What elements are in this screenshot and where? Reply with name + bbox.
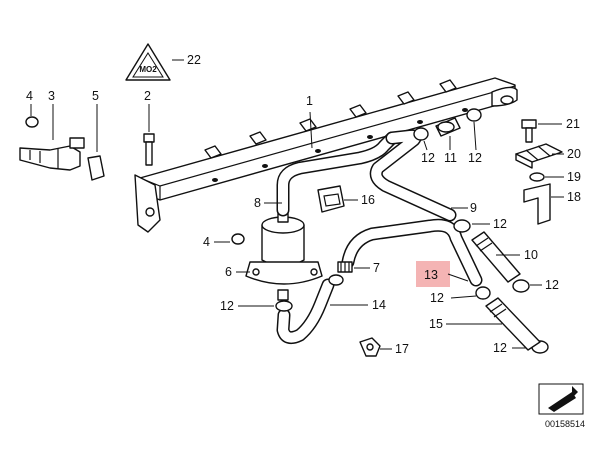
bracket-20 <box>515 143 563 169</box>
hose-9 <box>369 129 457 222</box>
callout-12-rail-left: 12 <box>421 151 435 165</box>
callout-17: 17 <box>395 342 409 356</box>
catalog-number: 00158514 <box>545 419 585 429</box>
clip-17 <box>359 337 381 357</box>
callout-22: 22 <box>187 53 201 67</box>
hose-8 <box>276 131 399 217</box>
highlight-callout-13 <box>416 261 450 287</box>
callout-12-rail-right: 12 <box>468 151 482 165</box>
callout-12-hose13: 12 <box>430 291 444 305</box>
callout-21: 21 <box>566 117 580 131</box>
fuel-injector <box>19 137 85 171</box>
callout-16: 16 <box>361 193 375 207</box>
callout-14: 14 <box>372 298 386 312</box>
nut-19 <box>529 172 545 182</box>
callout-10: 10 <box>524 248 538 262</box>
callout-20: 20 <box>567 147 581 161</box>
callout-9: 9 <box>470 201 477 215</box>
callout-19: 19 <box>567 170 581 184</box>
callout-5: 5 <box>92 89 99 103</box>
bolt-21 <box>521 119 537 143</box>
callout-8: 8 <box>254 196 261 210</box>
hose-clamp <box>275 108 549 354</box>
callout-12-hose9: 12 <box>493 217 507 231</box>
catalog-stamp <box>538 383 584 415</box>
regulator-washer <box>231 233 245 245</box>
callout-2: 2 <box>144 89 151 103</box>
hose-7 <box>337 261 353 273</box>
callout-1: 1 <box>306 94 313 108</box>
callout-11: 11 <box>444 151 457 165</box>
pressure-regulator <box>245 209 323 301</box>
injector-clip <box>87 155 105 181</box>
rail-bolt <box>143 133 155 166</box>
hose-connector-11 <box>435 117 461 137</box>
pipe-15 <box>485 297 541 351</box>
callout-15: 15 <box>429 317 443 331</box>
pipe-10 <box>471 231 521 283</box>
bracket-18 <box>523 183 551 225</box>
callout-13: 13 <box>424 268 438 282</box>
holder-16 <box>317 185 345 213</box>
callout-4-top: 4 <box>26 89 33 103</box>
warning-triangle-badge: MO2 <box>125 43 171 81</box>
callout-12-regulator: 12 <box>220 299 234 313</box>
callout-18: 18 <box>567 190 581 204</box>
callout-12-pipe10: 12 <box>545 278 559 292</box>
callout-6: 6 <box>225 265 232 279</box>
callout-4-mid: 4 <box>203 235 210 249</box>
hose-14 <box>276 278 335 345</box>
warning-badge-text: MO2 <box>139 65 157 74</box>
callout-3: 3 <box>48 89 55 103</box>
injector-o-ring <box>25 116 39 128</box>
fuel-rail <box>134 77 518 233</box>
callout-7: 7 <box>373 261 380 275</box>
hose-13 <box>341 218 483 287</box>
callout-12-pipe15: 12 <box>493 341 507 355</box>
